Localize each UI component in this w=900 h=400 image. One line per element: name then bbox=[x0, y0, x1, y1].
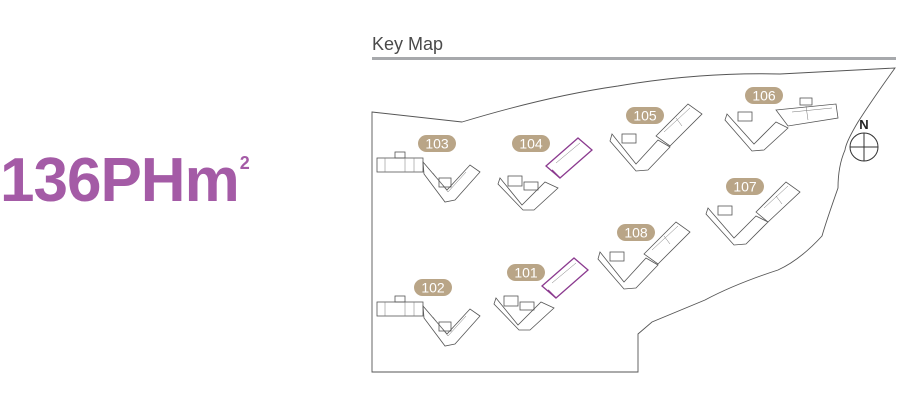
building-104 bbox=[497, 137, 593, 211]
building-102 bbox=[376, 295, 481, 347]
badge-label-104: 104 bbox=[519, 136, 543, 152]
badge-label-105: 105 bbox=[633, 108, 657, 124]
building-107 bbox=[705, 181, 801, 246]
building-badge-103: 103 bbox=[418, 135, 456, 152]
building-badge-101: 101 bbox=[507, 264, 545, 281]
unit-type-heading: 136PHm2 bbox=[0, 150, 250, 212]
badge-label-108: 108 bbox=[624, 225, 648, 241]
badge-bg bbox=[414, 279, 452, 296]
badge-bg bbox=[726, 178, 764, 195]
building-105 bbox=[609, 103, 703, 172]
badge-bg bbox=[418, 135, 456, 152]
badge-bg bbox=[745, 87, 783, 104]
unit-type-superscript: 2 bbox=[239, 153, 250, 174]
north-label: N bbox=[859, 117, 868, 132]
building-101 bbox=[493, 257, 589, 331]
badge-bg bbox=[626, 107, 664, 124]
building-badge-107: 107 bbox=[726, 178, 764, 195]
building-badge-102: 102 bbox=[414, 279, 452, 296]
key-map-divider bbox=[372, 57, 896, 60]
building-badge-104: 104 bbox=[512, 135, 550, 152]
key-map-title: Key Map bbox=[372, 34, 444, 54]
unit-type-label: 136PHm bbox=[0, 146, 240, 215]
badge-label-102: 102 bbox=[421, 280, 445, 296]
badge-label-101: 101 bbox=[514, 265, 538, 281]
badge-label-103: 103 bbox=[425, 136, 449, 152]
site-boundary bbox=[371, 67, 896, 373]
building-badge-106: 106 bbox=[745, 87, 783, 104]
badge-bg bbox=[617, 224, 655, 241]
building-badge-108: 108 bbox=[617, 224, 655, 241]
building-108 bbox=[597, 221, 691, 290]
badge-bg bbox=[512, 135, 550, 152]
badge-bg bbox=[507, 264, 545, 281]
badge-label-107: 107 bbox=[733, 179, 757, 195]
badge-label-106: 106 bbox=[752, 88, 776, 104]
north-arrow bbox=[849, 132, 879, 162]
building-103 bbox=[376, 151, 481, 203]
building-106 bbox=[724, 97, 839, 152]
building-badge-105: 105 bbox=[626, 107, 664, 124]
